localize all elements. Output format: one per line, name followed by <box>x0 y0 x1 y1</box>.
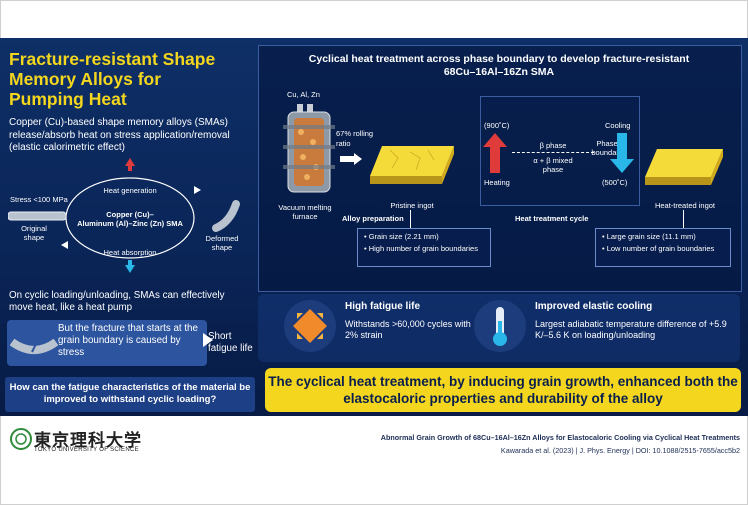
tus-logo-icon <box>10 428 32 450</box>
treated-bullet-1-text: Large grain size (11.1 mm) <box>606 232 696 241</box>
treated-bullet-1: • Large grain size (11.1 mm) <box>602 232 696 241</box>
vacuum-furnace-icon <box>283 104 335 193</box>
heating-arrow-icon <box>483 133 507 173</box>
sma-cycle-diagram <box>8 158 240 273</box>
process-title-line1: Cyclical heat treatment across phase bou… <box>308 53 690 65</box>
treated-ingot-label: Heat-treated ingot <box>654 201 716 210</box>
intro-text: Copper (Cu)-based shape memory alloys (S… <box>9 117 230 153</box>
phase-boundary-label: Phase boundary <box>591 139 623 157</box>
fractured-bar-icon <box>10 338 58 354</box>
treated-bullet-2: • Low number of grain boundaries <box>602 244 715 253</box>
pristine-bullet-1-text: Grain size (2.21 mm) <box>368 232 439 241</box>
deformed-shape-label: Deformed shape <box>205 234 239 252</box>
conclusion-banner: The cyclical heat treatment, by inducing… <box>265 368 741 412</box>
pristine-bullet-1: • Grain size (2.21 mm) <box>364 232 439 241</box>
conclusion-text: The cyclical heat treatment, by inducing… <box>268 374 738 406</box>
heating-label: Heating <box>484 178 510 187</box>
process-title: Cyclical heat treatment across phase bou… <box>258 53 740 79</box>
fracture-text: But the fracture that starts at the grai… <box>58 323 198 358</box>
heat-absorption-label: Heat absorption <box>103 248 157 257</box>
phase-boundary-line <box>512 152 594 153</box>
treated-bullet-2-text: Low number of grain boundaries <box>606 244 715 253</box>
cooling-title: Improved elastic cooling <box>535 301 653 312</box>
cooling-text: Largest adiabatic temperature difference… <box>535 319 727 340</box>
short-fatigue-text: Short fatigue life <box>208 331 253 354</box>
cooling-label: Cooling <box>605 121 631 130</box>
heat-generation-label: Heat generation <box>103 186 157 195</box>
process-title-line2: 68Cu–16Al–16Zn SMA <box>443 66 555 78</box>
temp-high-label: (900˚C) <box>484 121 510 130</box>
fatigue-icon <box>284 300 336 352</box>
main-title: Fracture-resistant Shape Memory Alloys f… <box>9 49 216 109</box>
treated-ingot-icon <box>645 149 723 185</box>
stress-label: Stress <100 MPa <box>10 195 68 204</box>
pristine-ingot-label: Pristine ingot <box>390 201 434 210</box>
pristine-bullet-2-text: High number of grain boundaries <box>368 244 478 253</box>
right-arrow-icon <box>203 333 213 347</box>
alloy-prep-label: Alloy preparation <box>342 214 404 223</box>
mixed-phase-label-1: α + β mixed <box>533 156 573 165</box>
pristine-properties-box: • Grain size (2.21 mm) • High number of … <box>357 228 491 267</box>
fatigue-text: Withstands >60,000 cycles with 2% strain <box>345 319 471 340</box>
pristine-ingot-icon <box>370 146 454 184</box>
logo-jp: 東京理科大学 <box>34 431 142 451</box>
rolling-label: 67% rolling ratio <box>336 129 374 148</box>
heat-down-arrow-icon <box>125 265 135 273</box>
mixed-phase-label-2: phase <box>542 165 564 174</box>
heat-cycle-label: Heat treatment cycle <box>515 214 589 223</box>
infographic-panel: Fracture-resistant Shape Memory Alloys f… <box>0 38 748 416</box>
heat-treatment-box <box>480 96 640 206</box>
treated-properties-box: • Large grain size (11.1 mm) • Low numbe… <box>595 228 731 267</box>
citation: Kawarada et al. (2023) | J. Phys. Energy… <box>500 446 740 455</box>
sma-center-label-2: Aluminum (Al)–Zinc (Zn) SMA <box>77 219 183 228</box>
furnace-label: Vacuum melting furnace <box>278 203 332 221</box>
pristine-bullet-2: • High number of grain boundaries <box>364 244 478 253</box>
fracture-box <box>7 320 207 366</box>
heat-up-arrow-icon <box>125 158 135 166</box>
question-box: How can the fatigue characteristics of t… <box>5 377 255 412</box>
logo-en: TOKYO UNIVERSITY OF SCIENCE <box>34 447 139 453</box>
cyclic-loading-text: On cyclic loading/unloading, SMAs can ef… <box>9 290 225 313</box>
cooling-arrow-icon <box>610 133 634 173</box>
original-shape-icon <box>8 211 67 221</box>
beta-phase-label: β phase <box>539 141 567 150</box>
deformed-shape-icon <box>212 200 240 232</box>
temp-low-label: (500˚C) <box>602 178 628 187</box>
fatigue-title: High fatigue life <box>345 301 420 312</box>
elements-label: Cu, Al, Zn <box>287 90 320 99</box>
original-shape-label: Original shape <box>21 224 47 242</box>
thermometer-icon <box>474 300 526 352</box>
sma-center-label-1: Copper (Cu)– <box>106 210 154 219</box>
rolling-arrow-icon <box>340 153 362 165</box>
paper-title: Abnormal Grain Growth of 68Cu–16Al–16Zn … <box>380 433 740 442</box>
